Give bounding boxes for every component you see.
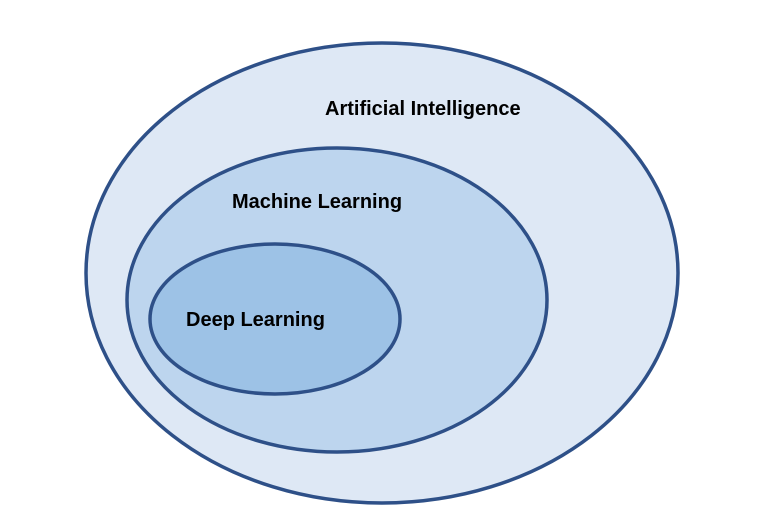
dl-label: Deep Learning (186, 309, 325, 331)
dl-ellipse (148, 242, 402, 396)
ai-label: Artificial Intelligence (325, 98, 521, 120)
ml-label: Machine Learning (232, 191, 402, 213)
